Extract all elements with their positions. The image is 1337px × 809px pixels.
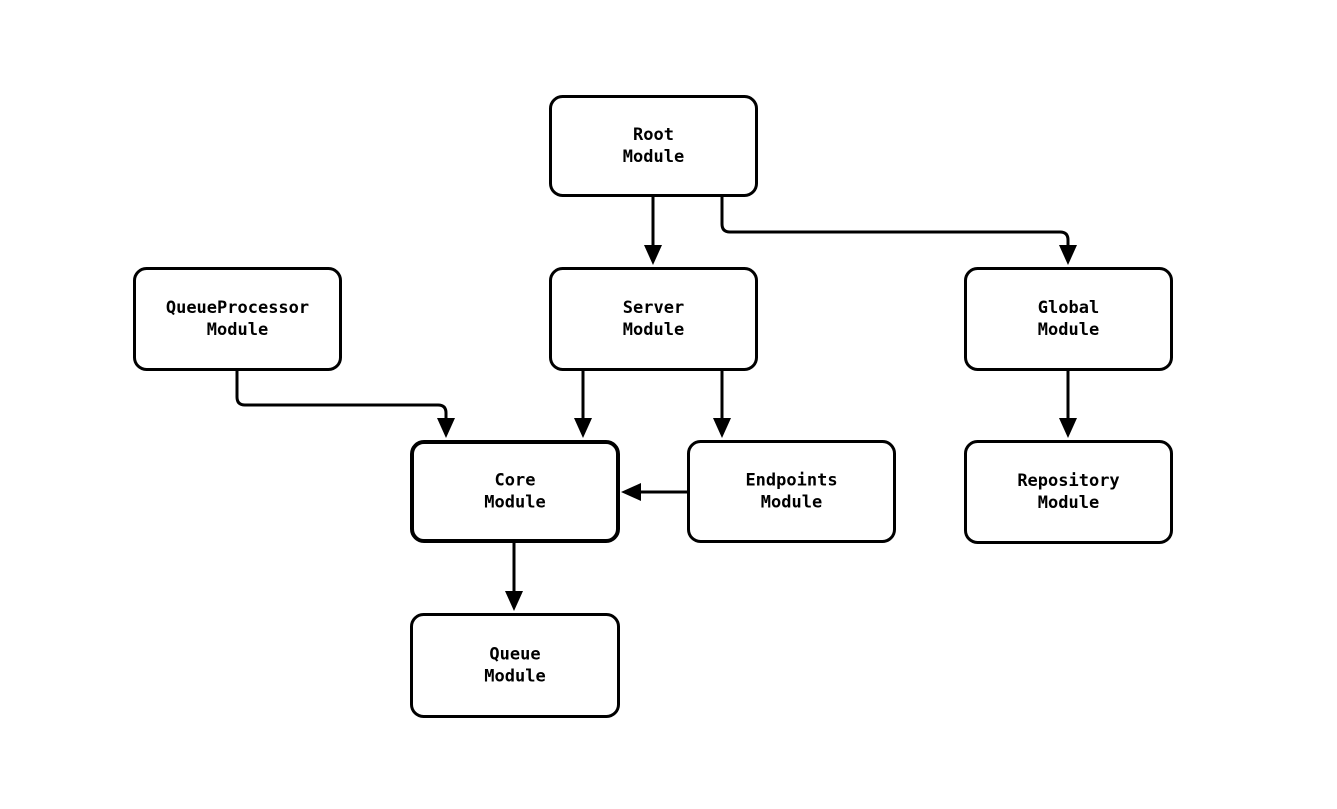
node-label-line1: Endpoints (745, 471, 837, 491)
node-box (964, 440, 1173, 544)
edge-root-to-global (720, 197, 1077, 265)
edge-server-to-core (574, 371, 592, 438)
edge-endpoints-to-core (621, 483, 687, 501)
node-label-line1: Core (495, 471, 536, 491)
node-label-line2: Module (623, 147, 684, 167)
edges-layer (235, 197, 1077, 611)
node-box (410, 440, 620, 543)
node-box (133, 267, 342, 371)
node-label-line2: Module (207, 320, 268, 340)
node-box (549, 267, 758, 371)
edge-server-to-endpoints (713, 371, 731, 438)
node-box (410, 613, 620, 718)
arrowhead-icon (644, 245, 662, 265)
node-label-line1: Root (633, 125, 674, 145)
node-label-line1: Server (623, 298, 684, 318)
node-label-line2: Module (484, 493, 545, 513)
node-box (549, 95, 758, 197)
arrowhead-icon (1059, 418, 1077, 438)
edge-root-to-server (644, 197, 662, 265)
arrowhead-icon (713, 418, 731, 438)
node-label-line1: QueueProcessor (166, 298, 309, 318)
edge-core-to-queue (505, 543, 523, 611)
edge-line (720, 197, 1070, 252)
node-label-line2: Module (1038, 493, 1099, 513)
node-label-line1: Global (1038, 298, 1099, 318)
edge-line (235, 371, 448, 425)
node-box (964, 267, 1173, 371)
node-box (687, 440, 896, 543)
edge-global-to-repository (1059, 371, 1077, 438)
node-label-line2: Module (623, 320, 684, 340)
arrowhead-icon (437, 418, 455, 438)
node-label-line2: Module (484, 667, 545, 687)
node-label-line2: Module (1038, 320, 1099, 340)
arrowhead-icon (505, 591, 523, 611)
edge-queueprocessor-to-core (235, 371, 455, 438)
arrowhead-icon (621, 483, 641, 501)
arrowhead-icon (1059, 245, 1077, 265)
node-label-line1: Repository (1017, 471, 1119, 491)
node-label-line2: Module (761, 493, 822, 513)
node-label-line1: Queue (489, 645, 540, 665)
arrowhead-icon (574, 418, 592, 438)
